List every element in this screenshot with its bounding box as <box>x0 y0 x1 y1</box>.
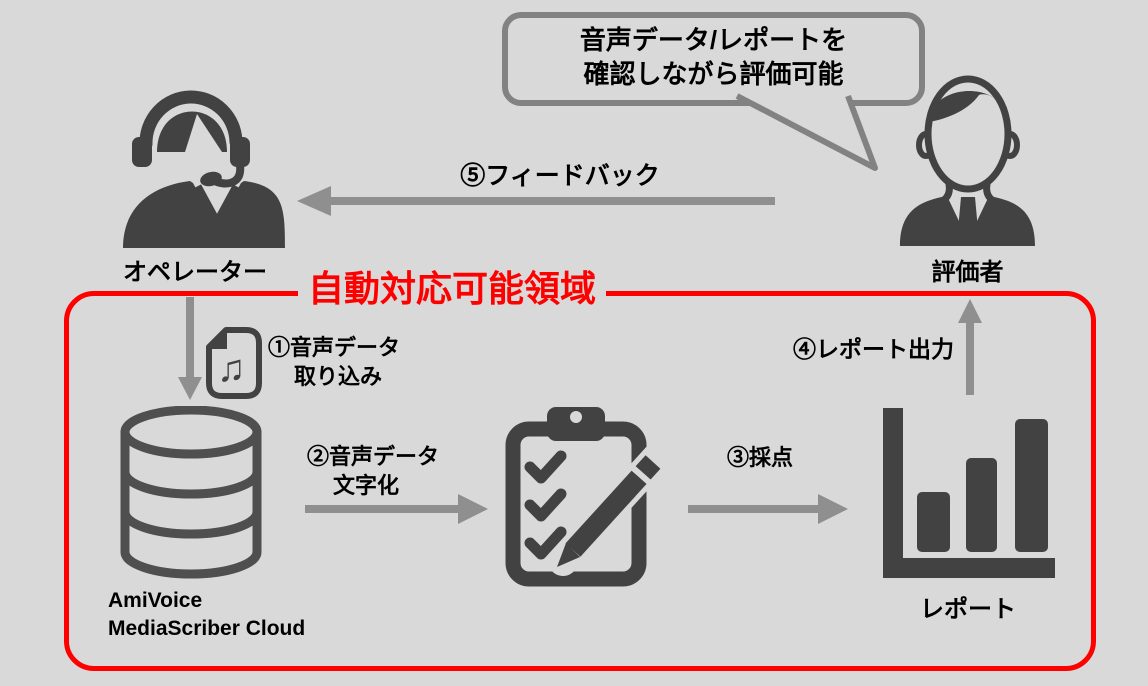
business-person-icon <box>900 75 1035 246</box>
step4-label: ④レポート出力 <box>793 336 954 362</box>
automatic-region-title: 自動対応可能領域 <box>298 268 607 310</box>
step1-line1: ①音声データ <box>268 335 401 360</box>
feedback-arrow-left-icon <box>297 186 775 216</box>
music-note-glyph: ♫ <box>217 348 246 390</box>
speech-bubble-line2: 確認しながら評価可能 <box>583 59 844 89</box>
speech-bubble <box>502 12 925 171</box>
headset-operator-icon <box>123 90 285 248</box>
evaluator-label: 評価者 <box>931 259 1004 286</box>
database-icon <box>120 406 262 579</box>
step2-line2: 文字化 <box>333 472 400 498</box>
speech-bubble-text: 音声データ/レポートを 確認しながら評価可能 <box>505 15 922 99</box>
step2-line1: ②音声データ <box>307 444 440 469</box>
clipboard-pen-icon <box>505 407 675 587</box>
step3-label: ③採点 <box>727 445 794 470</box>
bar-chart-icon <box>883 408 1055 578</box>
transcribe-arrow-right-icon <box>305 494 488 524</box>
score-arrow-right-icon <box>688 494 848 524</box>
database-label-line2: MediaScriber Cloud <box>108 617 306 641</box>
step1-label: ①音声データ 取り込み <box>268 334 400 391</box>
step2-label: ②音声データ 文字化 <box>307 443 439 500</box>
operator-label: オペレーター <box>123 259 267 286</box>
report-label: レポート <box>920 596 1016 623</box>
database-label-line1: AmiVoice <box>108 589 203 612</box>
speech-bubble-line1: 音声データ/レポートを <box>579 24 848 55</box>
ingest-arrow-down-icon <box>178 297 202 400</box>
report-arrow-up-icon <box>958 299 982 395</box>
music-file-icon: ♫ <box>206 327 262 399</box>
step1-line2: 取り込み <box>294 363 383 389</box>
step5-feedback-label: ⑤フィードバック <box>460 162 660 190</box>
database-label: AmiVoice MediaScriber Cloud <box>108 587 305 644</box>
